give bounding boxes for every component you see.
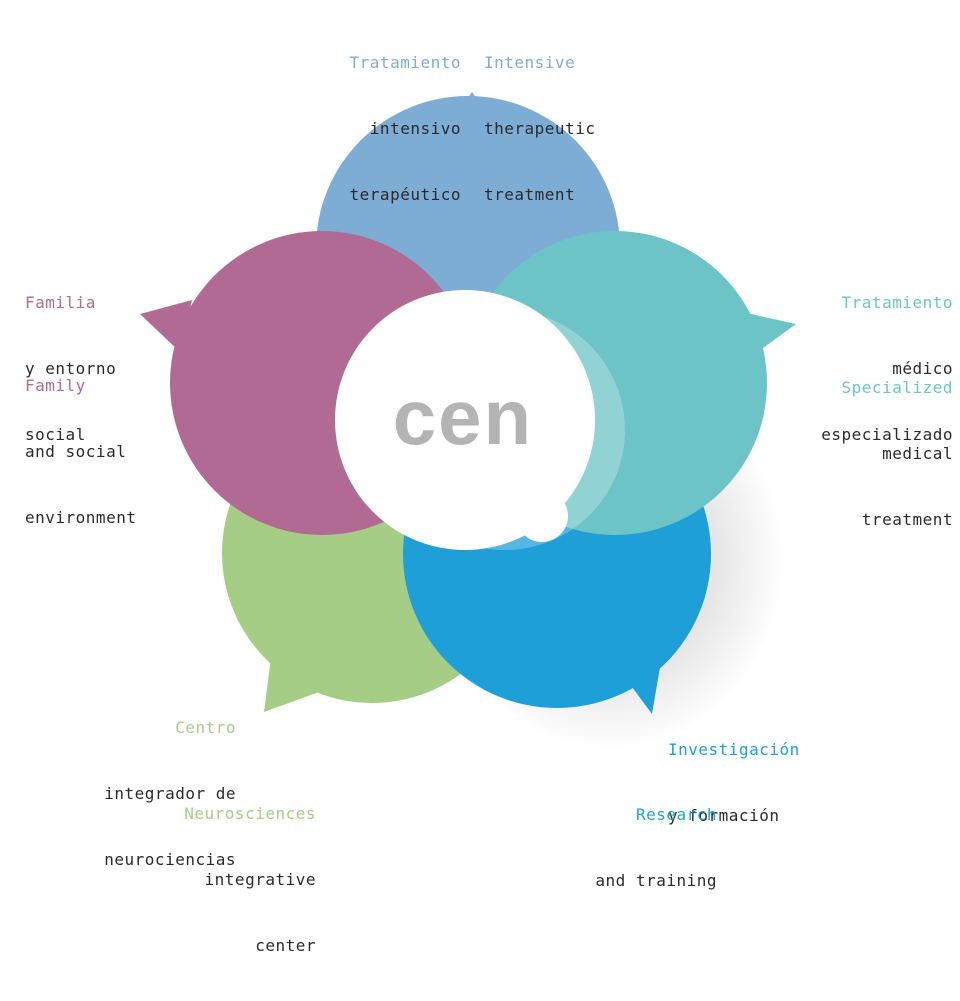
- label-family-en: Family and social environment: [25, 331, 136, 573]
- label-intensive-en-head: Intensive: [484, 53, 576, 72]
- label-neuro-es-line: integrador de: [104, 784, 236, 803]
- center-bubble: cen: [335, 290, 595, 550]
- label-neuro-en-line: integrative: [204, 870, 316, 889]
- label-specialized-es-line: especializado: [821, 425, 953, 444]
- label-neuro-en-head: Neurosciences: [184, 804, 316, 823]
- label-intensive-es-line: intensivo: [369, 119, 461, 138]
- bubble-neurosciences-tail: [264, 650, 330, 712]
- label-neuro-en-line: center: [255, 936, 316, 955]
- cen-logo: cen: [393, 373, 533, 461]
- label-intensive-en-line: treatment: [484, 185, 576, 204]
- label-specialized-en-line: medical: [882, 444, 953, 463]
- label-family-en-line: environment: [25, 508, 137, 527]
- speech-bubble-diagram: cen: [140, 92, 796, 750]
- label-specialized-es-head: Tratamiento: [841, 293, 953, 312]
- diagram-stage: cen Tratamiento intensivo terapéutico In…: [25, 8, 953, 955]
- label-neuro-es-head: Centro: [175, 718, 236, 737]
- label-research-es: Investigación y formación: [668, 695, 800, 871]
- label-intensive-es-head: Tratamiento: [349, 53, 461, 72]
- label-intensive-en: Intensive therapeutic treatment: [484, 8, 595, 250]
- label-family-es-head: Familia: [25, 293, 96, 312]
- bubble-specialized-tail: [742, 312, 796, 356]
- label-research-en-head: Research: [635, 805, 717, 824]
- label-research-es-head: Investigación: [668, 740, 800, 759]
- label-research-es-line: y formación: [668, 806, 780, 825]
- center-bubble-tail: [516, 490, 568, 542]
- label-family-es: Familia y entorno social: [25, 248, 116, 490]
- label-family-es-line: y entorno: [25, 359, 117, 378]
- label-intensive-en-line: therapeutic: [484, 119, 596, 138]
- label-specialized-en-head: Specialized: [841, 378, 953, 397]
- label-intensive-es-line: terapéutico: [349, 185, 461, 204]
- label-research-en: Research and training: [595, 760, 717, 936]
- bubble-family-tail: [140, 300, 192, 352]
- label-research-en-line: and training: [595, 871, 717, 890]
- label-specialized-en-line: treatment: [861, 510, 953, 529]
- bubble-intensive-tail: [448, 92, 496, 128]
- label-family-es-line: social: [25, 425, 86, 444]
- label-intensive-es: Tratamiento intensivo terapéutico: [350, 8, 461, 250]
- label-specialized-en: Specialized medical treatment: [842, 333, 953, 575]
- label-neuro-en: Neurosciences integrative center: [184, 759, 316, 1001]
- label-family-en-line: and social: [25, 442, 127, 461]
- label-family-en-head: Family: [25, 376, 86, 395]
- label-specialized-es-line: médico: [892, 359, 953, 378]
- label-specialized-es: Tratamiento médico especializado: [821, 248, 953, 490]
- bubble-research-tail: [612, 620, 668, 714]
- center-bubble-body: [335, 290, 595, 550]
